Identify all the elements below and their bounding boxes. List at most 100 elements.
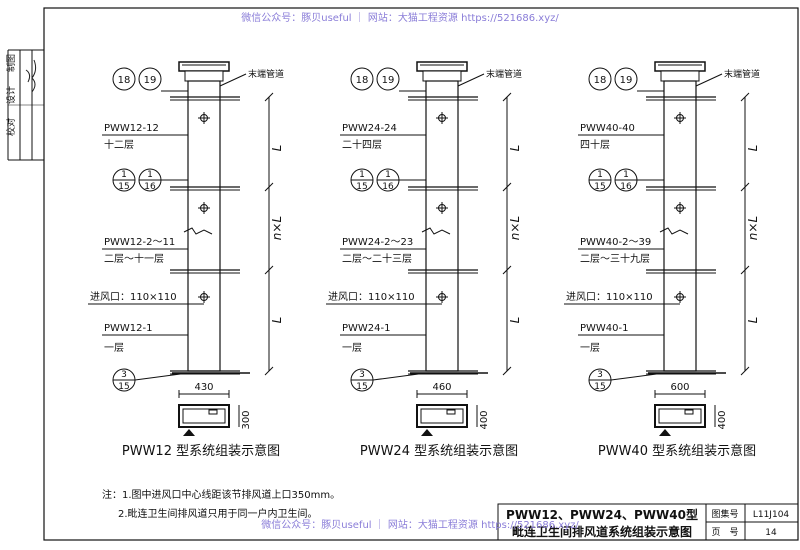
inlet-label: 进风口：110×110 — [566, 291, 653, 303]
mid-floor-label: 二层～三十九层 — [580, 252, 650, 265]
top-model-label: PWW24-24 — [342, 123, 397, 134]
leader-line — [457, 73, 485, 87]
dimension-n-l: n×L — [746, 216, 760, 240]
break-mark — [183, 227, 213, 235]
dimension-tick — [264, 265, 274, 275]
width-dimension: 430 — [194, 382, 213, 393]
width-dimension: 600 — [670, 382, 689, 393]
detail-bubble-number: 3 — [121, 370, 127, 380]
section-bubble-number: 1 — [385, 170, 391, 180]
vent-cap — [654, 61, 706, 72]
top-model-label: PWW12-12 — [104, 123, 159, 134]
bottom-floor-label: 一层 — [342, 342, 362, 354]
section-bubble-number: 1 — [623, 170, 629, 180]
inlet-label: 进风口：110×110 — [90, 291, 177, 303]
dimension-tick — [502, 92, 512, 102]
section-bubble-number: 16 — [620, 182, 632, 192]
section-bubble-number: 15 — [356, 182, 367, 192]
plan-arrow — [421, 429, 433, 436]
depth-dimension: 400 — [479, 410, 490, 429]
bottom-floor-label: 一层 — [580, 342, 600, 354]
mid-model-label: PWW40-2～39 — [580, 237, 651, 248]
plan-section-outer — [178, 404, 230, 428]
dimension-l-top: L — [508, 145, 522, 152]
dimension-tick — [740, 182, 750, 192]
leader-line — [695, 73, 723, 87]
detail-bubble — [588, 67, 612, 91]
plan-inlet — [208, 409, 218, 415]
depth-dimension: 400 — [717, 410, 728, 429]
plan-section-outer — [654, 404, 706, 428]
atlas-label: 图集号 — [711, 508, 738, 520]
dimension-tick — [740, 366, 750, 376]
detail-bubble-number: 3 — [597, 370, 603, 380]
depth-dimension: 300 — [241, 410, 252, 429]
title-block: PWW12、PWW24、PWW40型 毗连卫生间排风道系统组装示意图 图集号 L… — [497, 503, 799, 541]
plan-inlet — [446, 409, 456, 415]
bottom-model-label: PWW24-1 — [342, 323, 391, 334]
inlet-label: 进风口：110×110 — [328, 291, 415, 303]
atlas-value: L11J104 — [753, 510, 790, 520]
leader-line — [219, 73, 247, 87]
dimension-l-bottom: L — [746, 317, 760, 324]
title-line-1: PWW12、PWW24、PWW40型 — [506, 507, 698, 522]
top-floor-label: 四十层 — [580, 138, 610, 151]
detail-bubble-number: 15 — [118, 382, 129, 392]
dimension-l-top: L — [270, 145, 284, 152]
page-value: 14 — [765, 528, 777, 538]
shaft — [663, 80, 697, 372]
page-label: 页 号 — [711, 527, 738, 538]
dimension-l-bottom: L — [270, 317, 284, 324]
drawing-frame — [43, 7, 799, 541]
dimension-l-bottom: L — [508, 317, 522, 324]
detail-bubble — [350, 67, 374, 91]
plan-section-outer — [416, 404, 468, 428]
detail-bubble — [138, 67, 162, 91]
section-bubble-number: 1 — [147, 170, 153, 180]
top-floor-label: 二十四层 — [342, 138, 382, 151]
assembly-caption: PWW40 型系统组装示意图 — [598, 443, 756, 459]
bottom-model-label: PWW12-1 — [104, 323, 153, 334]
plan-section-inner — [182, 408, 226, 424]
vent-cap — [416, 61, 468, 72]
width-dimension: 460 — [432, 382, 451, 393]
leader-line — [134, 372, 189, 381]
mid-floor-label: 二层～二十三层 — [342, 252, 412, 265]
end-pipe-label: 末端管道 — [486, 68, 522, 80]
dimension-tick — [740, 92, 750, 102]
plan-inlet — [684, 409, 694, 415]
detail-bubble-number: 15 — [356, 382, 367, 392]
detail-bubble — [614, 67, 638, 91]
bottom-model-label: PWW40-1 — [580, 323, 629, 334]
detail-bubble-number: 19 — [382, 75, 395, 86]
note-1: 注：1.图中进风口中心线距该节排风道上口350mm。 — [102, 488, 340, 501]
dimension-tick — [502, 366, 512, 376]
mid-floor-label: 二层～十一层 — [104, 252, 164, 265]
top-floor-label: 十二层 — [104, 138, 134, 151]
section-bubble-number: 1 — [359, 170, 365, 180]
side-label: 校对 — [5, 118, 17, 136]
assembly-caption: PWW24 型系统组装示意图 — [360, 443, 518, 459]
dimension-tick — [502, 265, 512, 275]
dimension-tick — [740, 265, 750, 275]
watermark-bottom: 微信公众号：豚贝useful ｜ 网站：大猫工程资源 https://52168… — [261, 518, 579, 531]
detail-bubble-number: 19 — [620, 75, 633, 86]
note-2: 2.毗连卫生间排风道只用于同一户内卫生间。 — [118, 507, 318, 520]
detail-bubble-number: 18 — [594, 75, 607, 86]
section-bubble-number: 1 — [597, 170, 603, 180]
detail-bubble-number: 18 — [118, 75, 131, 86]
section-bubble-number: 15 — [594, 182, 605, 192]
plan-section-inner — [420, 408, 464, 424]
dimension-tick — [264, 92, 274, 102]
side-label: 制图 — [5, 54, 17, 72]
shaft — [425, 80, 459, 372]
top-model-label: PWW40-40 — [580, 123, 635, 134]
detail-bubble-number: 15 — [594, 382, 605, 392]
dimension-tick — [264, 366, 274, 376]
watermark-top: 微信公众号：豚贝useful ｜ 网站：大猫工程资源 https://52168… — [241, 11, 559, 24]
bottom-floor-label: 一层 — [104, 342, 124, 354]
leader-line — [610, 372, 665, 381]
